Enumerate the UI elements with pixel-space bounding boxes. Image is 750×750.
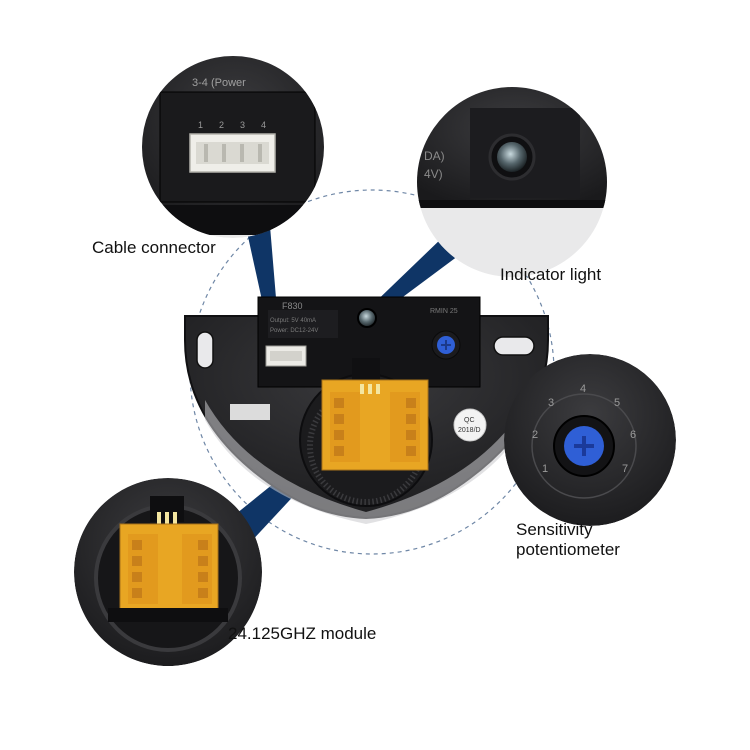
zoom-patch-a1 xyxy=(132,540,142,550)
zoom-pin-slot-1 xyxy=(204,144,208,162)
zoom-patch-b1 xyxy=(198,540,208,550)
zoom-pin-a xyxy=(157,512,161,524)
zoom-indicator-lens xyxy=(497,142,527,172)
zoom-cable-connector: 3-4 (Power 1 2 3 4 xyxy=(142,56,324,238)
patch-b2 xyxy=(406,414,416,424)
zoom-patch-b2 xyxy=(198,556,208,566)
patch-a2 xyxy=(334,414,344,424)
zoom-pin-slot-2 xyxy=(222,144,226,162)
knob-scale-5: 5 xyxy=(614,397,620,409)
connector-pins xyxy=(270,351,302,361)
zoom-radar-module xyxy=(74,478,262,666)
knob-scale-4: 4 xyxy=(580,383,586,395)
patch-b4 xyxy=(406,446,416,456)
zoom-patch-a2 xyxy=(132,556,142,566)
device-lower-shell xyxy=(205,400,528,524)
device-indicator-light xyxy=(357,308,377,328)
patch-a4 xyxy=(334,446,344,456)
zoom-indicator-light: DA) 4V) xyxy=(417,87,607,277)
qc-sticker xyxy=(453,408,487,442)
label-sensitivity-potentiometer: Sensitivity potentiometer xyxy=(516,520,620,560)
zoom-connector-slot xyxy=(196,142,269,164)
panel-label-area xyxy=(268,310,338,338)
zoom-pin-slot-3 xyxy=(240,144,244,162)
pin-1 xyxy=(360,384,364,394)
zoom-pin-b xyxy=(165,512,169,524)
zoom-cable-header: 3-4 (Power xyxy=(192,77,246,89)
qc-date-text: 2018/D xyxy=(458,427,481,434)
patch-a3 xyxy=(334,430,344,440)
knob-scale-7: 7 xyxy=(622,463,628,475)
label-cable-connector: Cable connector xyxy=(92,238,216,257)
zoom-pin-2: 2 xyxy=(219,120,224,130)
zoom-pin-3: 3 xyxy=(240,120,245,130)
slot-left xyxy=(196,331,214,369)
zoom-pin-c xyxy=(173,512,177,524)
device-spec-line-1: Output: 5V 40mA xyxy=(270,318,316,324)
knob-scale-3: 3 xyxy=(548,397,554,409)
zoom-pin-slot-4 xyxy=(258,144,262,162)
label-sensitivity-line-2: potentiometer xyxy=(516,540,620,559)
knob-cross xyxy=(441,340,451,350)
label-indicator-light: Indicator light xyxy=(500,265,602,284)
device-model-text: F830 xyxy=(282,301,303,311)
pin-3 xyxy=(376,384,380,394)
zoom-patch-a4 xyxy=(132,588,142,598)
pin-2 xyxy=(368,384,372,394)
slot-right xyxy=(493,336,535,356)
zoom-patch-b3 xyxy=(198,572,208,582)
knob-scale-6: 6 xyxy=(630,429,636,441)
label-radar-module: 24.125GHZ module xyxy=(228,624,377,643)
device-spec-line-2: Power: DC12-24V xyxy=(270,328,318,334)
patch-a1 xyxy=(334,398,344,408)
qc-text: QC xyxy=(464,417,475,424)
zoom-pin-1: 1 xyxy=(198,120,203,130)
device-rmin-text: RMIN 25 xyxy=(430,308,458,315)
patch-b3 xyxy=(406,430,416,440)
zoom-patch-b4 xyxy=(198,588,208,598)
zoom-knob-cross xyxy=(574,436,594,456)
knob-scale-1: 1 xyxy=(542,463,548,475)
zoom-potentiometer: 1 2 3 4 5 6 7 xyxy=(504,354,676,526)
zoom-patch-a3 xyxy=(132,572,142,582)
white-sticker xyxy=(230,404,270,420)
module-socket xyxy=(352,358,380,380)
zoom-light-text-1: DA) xyxy=(424,149,445,163)
knob-scale-2: 2 xyxy=(532,429,538,441)
zoom-pin-4: 4 xyxy=(261,120,266,130)
zoom-light-text-2: 4V) xyxy=(424,167,443,181)
label-sensitivity-line-1: Sensitivity xyxy=(516,520,593,539)
sensor-device: F830 Output: 5V 40mA Power: DC12-24V RMI… xyxy=(184,296,549,524)
patch-b1 xyxy=(406,398,416,408)
